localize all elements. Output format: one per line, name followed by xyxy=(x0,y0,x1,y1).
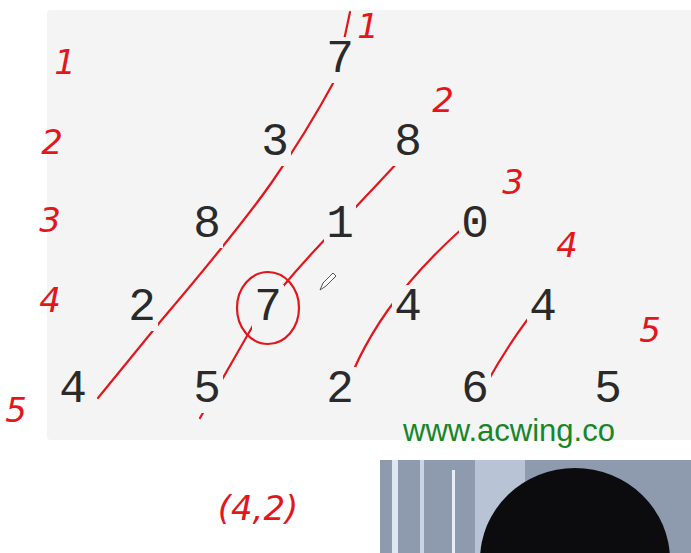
panel-ground xyxy=(47,10,691,440)
diagonal-number: 4 xyxy=(556,228,578,262)
triangle-number: 2 xyxy=(324,367,356,413)
row-number: 1 xyxy=(54,45,76,79)
triangle-number: 8 xyxy=(392,120,424,166)
triangle-number: 5 xyxy=(592,367,624,413)
triangle-number: 4 xyxy=(57,367,89,413)
triangle-number: 7 xyxy=(252,285,284,331)
row-number: 5 xyxy=(5,393,27,427)
triangle-number: 7 xyxy=(324,37,356,83)
diagonal-line xyxy=(340,215,478,408)
diagonal-number: 1 xyxy=(357,9,379,43)
coordinate-note: (4,2) xyxy=(218,491,299,525)
pencil-cursor xyxy=(320,273,336,290)
diagonal-number: 3 xyxy=(502,165,524,199)
triangle-number: 6 xyxy=(459,367,491,413)
triangle-number: 2 xyxy=(126,285,158,331)
webcam-photo xyxy=(380,460,691,553)
diagonal-line xyxy=(200,138,420,418)
diagonal-line xyxy=(98,12,350,398)
row-number: 2 xyxy=(41,125,63,159)
triangle-number: 5 xyxy=(191,367,223,413)
watermark: www.acwing.co xyxy=(403,415,615,446)
triangle-number: 1 xyxy=(324,202,356,248)
triangle-number: 4 xyxy=(392,285,424,331)
triangle-number: 4 xyxy=(527,285,559,331)
diagonal-strokes xyxy=(98,12,545,418)
diagonal-number: 2 xyxy=(432,83,454,117)
triangle-number: 0 xyxy=(459,202,491,248)
triangle-number: 3 xyxy=(259,120,291,166)
circled-number: 7 xyxy=(236,271,300,345)
triangle-number: 8 xyxy=(191,202,223,248)
row-number: 3 xyxy=(39,203,61,237)
circle-outline xyxy=(237,272,299,344)
row-number: 4 xyxy=(39,283,61,317)
diagonal-number: 5 xyxy=(639,313,661,347)
